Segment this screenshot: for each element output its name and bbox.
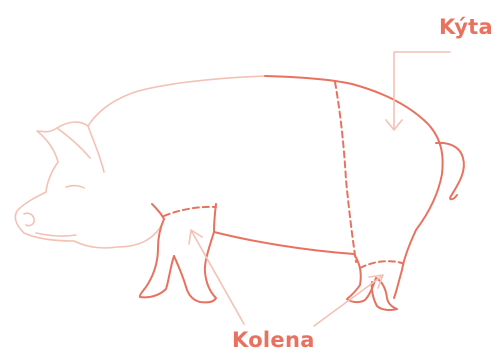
ham-cut-line: [335, 82, 356, 262]
front-knee-arrow: [192, 232, 244, 324]
leg-label: Kýta: [439, 17, 493, 38]
annotation-arrows: [189, 52, 450, 326]
cut-lines: [164, 82, 402, 268]
leg-arrow: [394, 52, 450, 128]
rear-knee-arrow: [314, 276, 382, 326]
knees-label: Kolena: [232, 330, 315, 351]
pig-strong-outline: [140, 76, 464, 310]
front-knee-cut-line: [164, 207, 216, 216]
pig-faint-outline: [15, 76, 265, 248]
rear-knee-cut-line: [360, 261, 402, 268]
